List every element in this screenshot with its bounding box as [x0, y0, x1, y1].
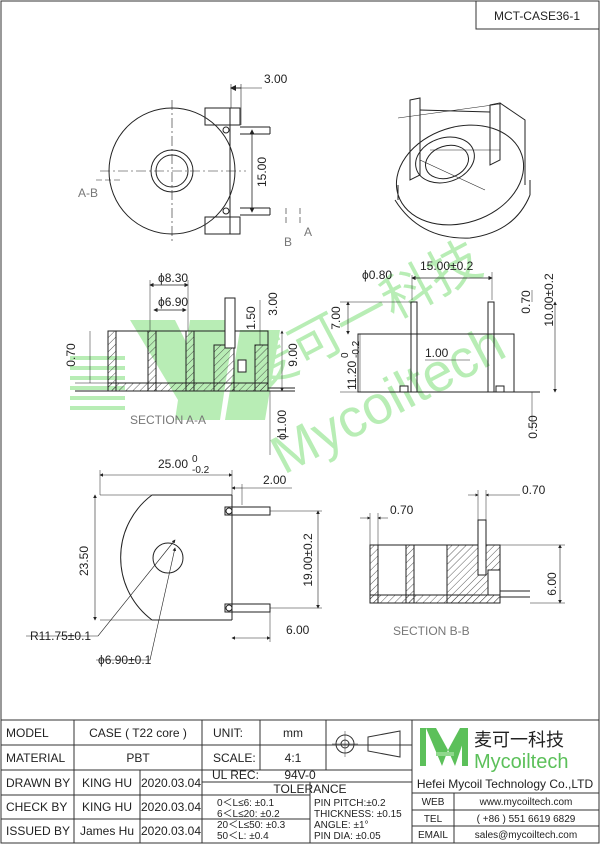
dim-top-width: 3.00 [264, 72, 288, 86]
dim-bottom: 0.50 [526, 415, 540, 439]
unit-value: mm [283, 726, 303, 740]
dim-pin-pitch-bottom: 19.00±0.2 [301, 533, 315, 587]
section-marker-ab: A-B [78, 186, 98, 200]
dim-pin-length: 7.00 [329, 306, 343, 330]
material-value: PBT [126, 751, 150, 765]
section-aa-view [75, 280, 295, 455]
drawing-number: MCT-CASE36-1 [494, 9, 580, 23]
dim-width-tol: 0-0.2 [192, 454, 210, 476]
tol-line-3: 20＜L≤50: ±0.3 [217, 820, 286, 831]
unit-label: UNIT: [213, 726, 243, 740]
drawn-date: 2020.03.04 [141, 776, 201, 790]
tol-line-2: 6＜L≤20: ±0.2 [217, 809, 280, 820]
issued-label: ISSUED BY [6, 824, 70, 838]
drawn-name: KING HU [82, 776, 132, 790]
issued-name: James Hu [80, 824, 134, 838]
tol-right-4: PIN DIA: ±0.05 [314, 831, 381, 842]
dim-wall: 0.70 [64, 343, 78, 367]
top-view [96, 84, 301, 242]
ulrec-label: UL REC: [212, 768, 259, 782]
company-logo [420, 728, 468, 766]
email-value[interactable]: sales@mycoiltech.com [475, 830, 577, 841]
dim-pin-offset: 2.00 [263, 473, 287, 487]
dim-pin-diameter-side: ϕ0.80 [362, 268, 392, 282]
dim-width-base: 25.00 [158, 457, 188, 471]
check-date: 2020.03.04 [141, 800, 201, 814]
bottom-view [26, 470, 322, 661]
model-value: CASE ( T22 core ) [89, 726, 187, 740]
issued-date: 2020.03.04 [141, 824, 201, 838]
section-bb-title: SECTION B-B [393, 624, 470, 638]
dim-pin-top: 0.70 [519, 290, 533, 314]
dim-hole: ϕ6.90±0.1 [98, 653, 152, 667]
section-marker-b: B [284, 235, 292, 249]
scale-label: SCALE: [213, 751, 256, 765]
section-bb-view [360, 490, 565, 604]
tol-right-3: ANGLE: ±1° [314, 820, 369, 831]
tel-value: ( +86 ) 551 6619 6829 [477, 814, 576, 825]
isometric-view [394, 97, 531, 239]
side-view [340, 272, 557, 430]
drawn-label: DRAWN BY [6, 776, 70, 790]
dim-pin-length-bottom: 6.00 [286, 623, 310, 637]
material-label: MATERIAL [6, 751, 65, 765]
model-label: MODEL [6, 726, 49, 740]
check-label: CHECK BY [6, 800, 67, 814]
tol-line-4: 50＜L: ±0.4 [217, 831, 269, 842]
title-block [0, 719, 600, 844]
dim-height-base: 23.50 [77, 546, 91, 576]
scale-value: 4:1 [285, 751, 302, 765]
dim-bb-height: 6.00 [545, 572, 559, 596]
tol-right-2: THICKNESS: ±0.15 [314, 809, 402, 820]
dim-gap: 1.00 [425, 346, 449, 360]
tol-line-1: 0＜L≤6: ±0.1 [217, 798, 275, 809]
web-label: WEB [422, 797, 445, 808]
section-aa-title: SECTION A-A [130, 413, 206, 427]
dim-body-height-base: 11.20 [345, 361, 359, 390]
company-en: Mycoiltech [474, 751, 568, 773]
company-cn: 麦可一科技 [474, 730, 564, 750]
dim-step-height: 1.50 [244, 306, 258, 330]
web-value[interactable]: www.mycoiltech.com [479, 797, 573, 808]
dim-body-height: 9.00 [286, 343, 300, 367]
dim-body-height-tol: 0-0.2 [340, 340, 362, 358]
tolerance-label: TOLERANCE [273, 782, 346, 796]
dim-radius: R11.75±0.1 [30, 629, 91, 643]
dim-outer-diameter: ϕ8.30 [158, 271, 188, 285]
ulrec-value: 94V-0 [284, 768, 316, 782]
company-full: Hefei Mycoil Technology Co.,LTD [417, 777, 594, 791]
dim-wall-right: 0.70 [522, 483, 546, 497]
dim-pin-height: 3.00 [266, 292, 280, 316]
section-marker-a: A [304, 225, 312, 239]
tel-label: TEL [424, 814, 443, 825]
dim-total-height: 10.00±0.2 [542, 273, 556, 327]
tol-right-1: PIN PITCH:±0.2 [314, 798, 386, 809]
dim-wall-left: 0.70 [390, 503, 414, 517]
dim-pin-diameter: ϕ1.00 [275, 410, 289, 440]
email-label: EMAIL [418, 830, 448, 841]
check-name: KING HU [82, 800, 132, 814]
dim-inner-diameter: ϕ6.90 [158, 295, 188, 309]
dim-pin-pitch-side: 15.00±0.2 [420, 259, 474, 273]
dim-top-pitch: 15.00 [255, 157, 269, 187]
